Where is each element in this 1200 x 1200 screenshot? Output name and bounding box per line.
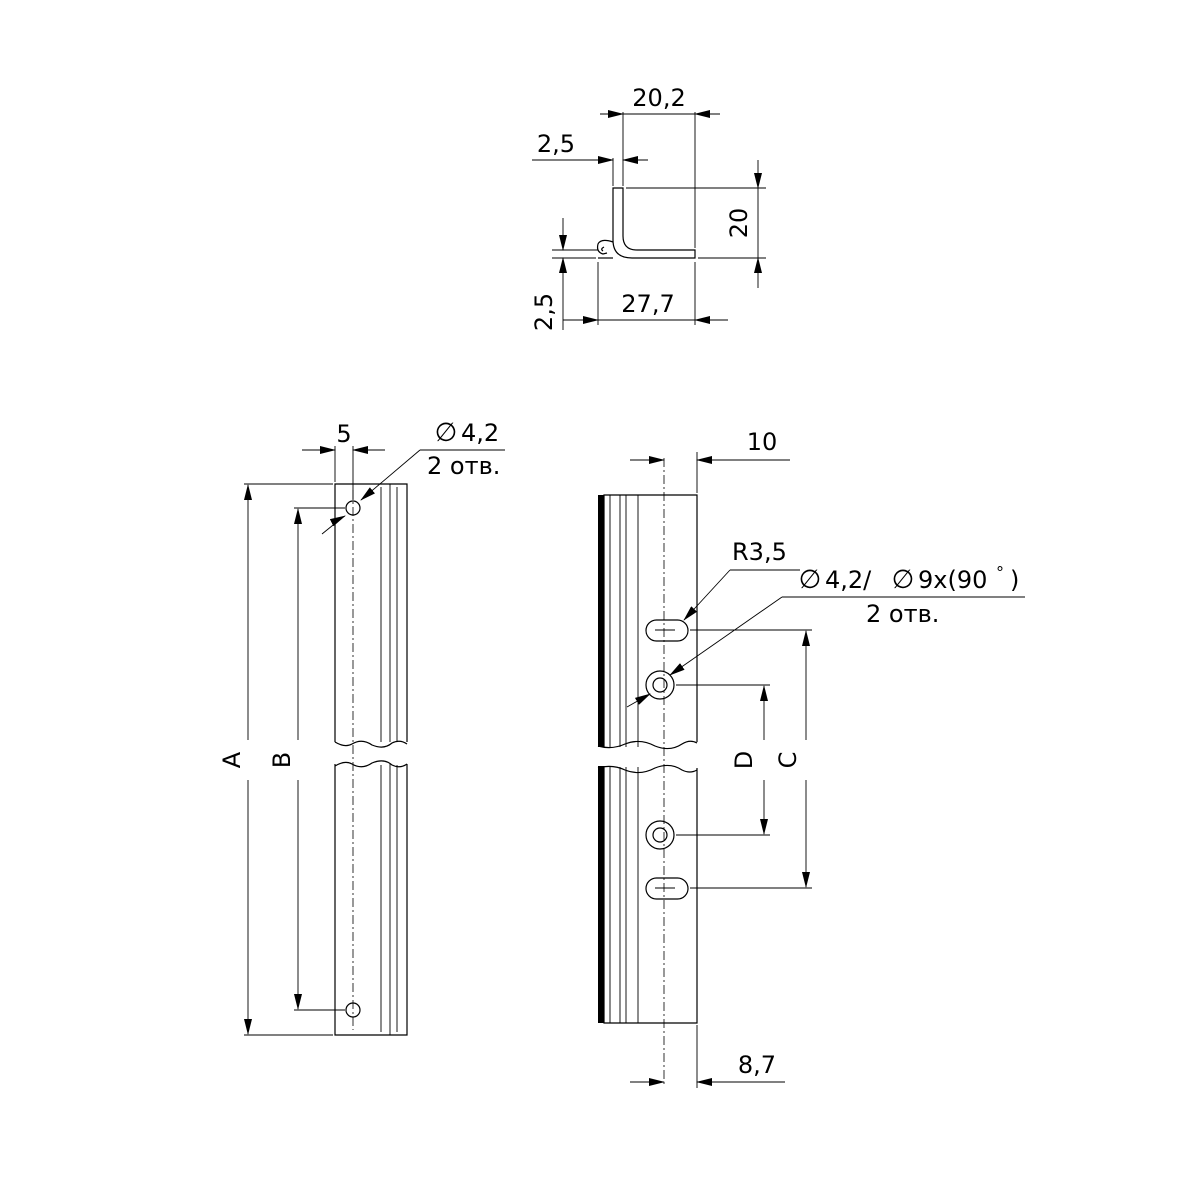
dim-hole-offset: 5 [336, 420, 351, 448]
dim-top-width: 10 [747, 428, 778, 456]
hole-spec-b: 9x(90 [918, 566, 987, 594]
dim-width-bottom: 27,7 [621, 290, 674, 318]
slot-upper [645, 619, 689, 642]
hole-spec-close: ) [1010, 566, 1019, 594]
countersunk-hole-lower-inner [652, 827, 668, 843]
countersunk-hole-upper-inner [652, 677, 668, 693]
hole-count-front: 2 отв. [427, 452, 500, 480]
rail-edge-upper [598, 495, 604, 747]
dim-label-d: D [730, 751, 758, 769]
hole-count-side: 2 отв. [866, 600, 939, 628]
dia-symbol-side-1: ∅ [799, 565, 822, 595]
side-view: 10 R3,5 ∅ 4,2/ ∅ 9x(90 ° ) 2 отв. D C 8,… [597, 428, 1025, 1088]
countersunk-hole-lower-outer [645, 820, 675, 850]
dim-height: 20 [725, 208, 753, 239]
section-view: 20,2 2,5 20 2,5 27,7 [530, 84, 766, 331]
mounting-hole-top [345, 500, 361, 516]
dim-bottom-width: 8,7 [738, 1051, 776, 1079]
dia-symbol-side-2: ∅ [892, 565, 915, 595]
rail-outline-lower [334, 764, 408, 1036]
angle-profile [612, 187, 696, 259]
dim-label-a: A [218, 751, 246, 768]
slot-lower [645, 877, 689, 900]
profile-hook [596, 239, 614, 255]
dim-thickness-top: 2,5 [537, 130, 575, 158]
front-view: 5 ∅ 4,2 2 отв. A B [218, 418, 505, 1036]
degree-symbol: ° [996, 563, 1004, 582]
dim-thickness-bottom: 2,5 [530, 293, 558, 331]
side-rail-outline-lower [603, 766, 698, 1024]
dim-label-c: C [774, 752, 802, 769]
hole-spec-a: 4,2/ [825, 566, 872, 594]
dia-symbol-front: ∅ [435, 418, 458, 448]
countersunk-hole-upper-outer [645, 670, 675, 700]
hole-diameter-front: 4,2 [461, 419, 499, 447]
rail-edge-lower [598, 766, 604, 1023]
mounting-hole-bottom [345, 1002, 361, 1018]
rail-outline-upper [334, 483, 408, 742]
dim-width-top: 20,2 [632, 84, 685, 112]
dim-label-b: B [268, 752, 296, 768]
slot-radius-label: R3,5 [732, 538, 787, 566]
